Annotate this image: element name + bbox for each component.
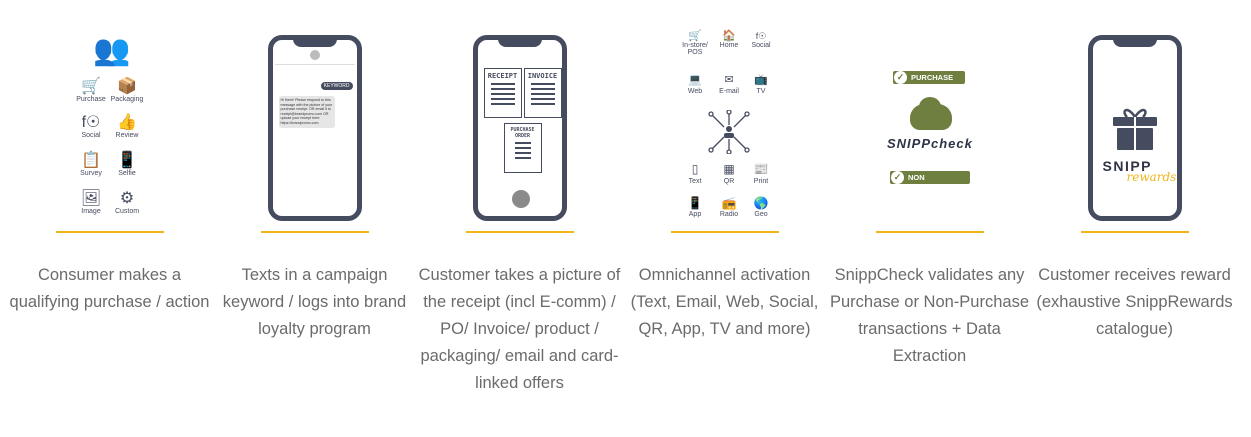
divider [260, 231, 369, 233]
divider [55, 231, 164, 233]
app-icon: 📱App [687, 196, 703, 218]
packaging-icon: 📦Packaging [110, 78, 144, 103]
step-caption: Customer takes a picture of the receipt … [418, 266, 621, 392]
review-icon: 👍Review [115, 114, 139, 139]
divider [465, 231, 574, 233]
non-purchase-badge: ✓NON PURCHASE [890, 171, 970, 195]
step-caption: Omnichannel activation (Text, Email, Web… [630, 266, 819, 338]
step-reward: SNIPP rewards Customer receives reward (… [1032, 0, 1237, 437]
purchase-badge: ✓PURCHASE [893, 71, 965, 84]
print-icon: 📰Print [753, 162, 769, 185]
step-omnichannel: 🛒In-store/ POS 🏠Home f☉Social 💻Web ✉E-ma… [622, 0, 827, 437]
instore-icon: 🛒In-store/ POS [682, 30, 708, 56]
rewards-script: rewards [1126, 170, 1177, 184]
phone-sms: KEYWORD Hi there! Please respond to this… [267, 35, 362, 221]
contact-avatar-icon [309, 50, 320, 60]
selfie-icon: 📱Selfie [117, 152, 137, 177]
tv-icon: 📺TV [754, 74, 768, 95]
gift-icon [1112, 103, 1157, 151]
text-icon: ▯Text [688, 162, 702, 185]
survey-icon: 📋Survey [80, 152, 102, 177]
divider [1080, 231, 1189, 233]
step-caption: Consumer makes a qualifying purchase / a… [9, 266, 210, 311]
image-icon: 🖼Image [80, 190, 102, 215]
home-button [511, 190, 530, 208]
step-caption: SnippCheck validates any Purchase or Non… [829, 266, 1029, 365]
consumers-icon: 👥 [93, 34, 131, 67]
snippcheck-logo: SNIPPcheck [887, 136, 973, 151]
social-icon: f☉Social [81, 114, 101, 139]
snipp-rewards-logo: SNIPP [1102, 158, 1153, 174]
reply-bubble: Hi there! Please respond to this message… [278, 96, 335, 128]
qr-icon: ▦QR [723, 162, 735, 185]
custom-icon: ⚙Custom [114, 190, 140, 215]
web-icon: 💻Web [687, 74, 703, 95]
cart-icon: 🛒Purchase [76, 78, 106, 103]
phone-rewards: SNIPP rewards [1087, 35, 1182, 221]
step-caption: Customer receives reward (exhaustive Sni… [1036, 266, 1233, 338]
divider [875, 231, 984, 233]
network-hub-icon [707, 109, 751, 155]
cloud-top [919, 97, 941, 117]
social-icon: f☉Social [751, 31, 771, 49]
check-icon: ✓ [894, 71, 907, 84]
radio-icon: 📻Radio [719, 196, 739, 218]
home-icon: 🏠Home [719, 30, 739, 49]
purchase-order-document: PURCHASE ORDER [503, 123, 542, 173]
divider [670, 231, 779, 233]
step-snippcheck: ✓PURCHASE SNIPPcheck ✓NON PURCHASE Snipp… [827, 0, 1032, 437]
check-icon: ✓ [891, 171, 904, 184]
phone-documents: RECEIPT INVOICE PURCHASE ORDER [472, 35, 567, 221]
step-capture-receipt: RECEIPT INVOICE PURCHASE ORDER Customer … [417, 0, 622, 437]
geo-icon: 🌎Geo [753, 196, 769, 218]
keyword-bubble: KEYWORD [320, 82, 353, 90]
invoice-document: INVOICE [523, 68, 562, 118]
step-text-keyword: KEYWORD Hi there! Please respond to this… [212, 0, 417, 437]
email-icon: ✉E-mail [719, 74, 739, 95]
step-caption: Texts in a campaign keyword / logs into … [222, 266, 407, 338]
step-purchase: 👥 🛒Purchase 📦Packaging f☉Social 👍Review … [7, 0, 212, 437]
receipt-document: RECEIPT [483, 68, 522, 118]
